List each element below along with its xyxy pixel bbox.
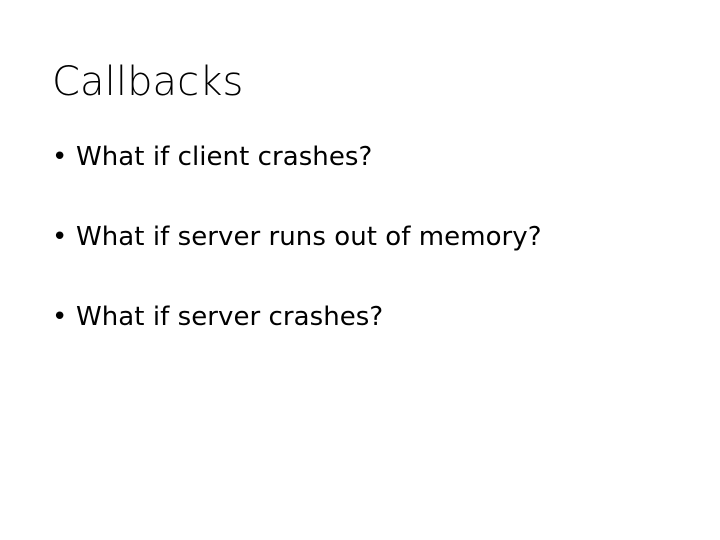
bullet-dot-icon: • xyxy=(52,302,68,332)
bullet-dot-icon: • xyxy=(52,222,68,252)
bullet-text: What if server runs out of memory? xyxy=(76,222,542,252)
bullet-text: What if client crashes? xyxy=(76,142,373,172)
bullet-dot-icon: • xyxy=(52,142,68,172)
page-title: Callbacks xyxy=(52,59,244,105)
list-item: • What if server runs out of memory? xyxy=(52,220,672,300)
list-item: • What if client crashes? xyxy=(52,140,672,220)
bullet-list: • What if client crashes? • What if serv… xyxy=(52,140,672,380)
bullet-text: What if server crashes? xyxy=(76,302,384,332)
list-item: • What if server crashes? xyxy=(52,300,672,380)
